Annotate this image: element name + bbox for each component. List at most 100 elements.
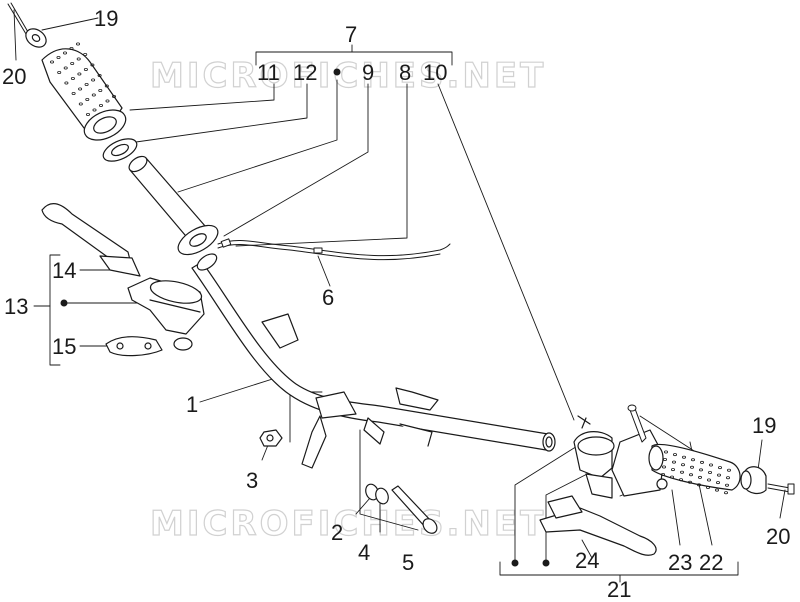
- watermark-top: MICROFICHES.NET: [149, 55, 547, 96]
- grip-texture-dot: [725, 483, 730, 487]
- grip-texture-dot: [57, 71, 62, 75]
- grip-texture-dot: [83, 53, 88, 57]
- grip-texture-dot: [69, 47, 74, 51]
- throttle-cable: [217, 238, 451, 261]
- callout-24: 24: [575, 548, 600, 573]
- grip-texture-dot: [77, 72, 82, 76]
- callout-11: 11: [257, 60, 280, 85]
- callout-3: 3: [246, 468, 259, 493]
- grip-texture-dot: [105, 99, 110, 103]
- callout-15: 15: [52, 334, 77, 359]
- grip-texture-dot: [699, 468, 704, 472]
- grip-texture-dot: [104, 84, 109, 88]
- grip-texture-dot: [681, 463, 686, 467]
- callout-6: 6: [322, 285, 335, 310]
- grip-texture-dot: [726, 476, 731, 480]
- grip-texture-dot: [700, 460, 705, 464]
- grip-texture-dot: [673, 453, 678, 457]
- grip-texture-dot: [50, 60, 55, 64]
- callout-20-right: 20: [766, 524, 791, 549]
- throttle-housing: [611, 429, 668, 497]
- throttle-tube: [128, 155, 219, 256]
- callout-2: 2: [331, 520, 344, 545]
- grip-texture-dot: [682, 455, 687, 459]
- grip-texture-dot: [91, 78, 96, 82]
- grip-texture-dot: [76, 42, 81, 46]
- grip-texture-dot: [84, 83, 89, 87]
- grip-texture-dot: [715, 488, 720, 492]
- callout-8: 8: [399, 60, 412, 85]
- callout-21: 21: [607, 577, 632, 602]
- grip-texture-dot: [71, 92, 76, 96]
- callout-bullets: [60, 68, 550, 567]
- grip-texture-dot: [707, 478, 712, 482]
- right-switch-housing: [573, 415, 615, 499]
- brake-master-cylinder: [127, 277, 205, 351]
- grip-texture-dot: [716, 481, 721, 485]
- bar-end-screw-top-left: [7, 2, 29, 35]
- grip-texture-dot: [112, 95, 117, 99]
- grip-texture-dot: [727, 468, 732, 472]
- grip-texture-dot: [670, 475, 675, 479]
- grip-texture-dot: [64, 81, 69, 85]
- grip-texture-dot: [708, 470, 713, 474]
- callout-14: 14: [52, 258, 77, 283]
- clamp-bracket: [105, 336, 163, 357]
- nut: [259, 429, 283, 447]
- grip-texture-dot: [70, 77, 75, 81]
- grip-texture-dot: [709, 463, 714, 467]
- watermark-bottom: MICROFICHES.NET: [149, 503, 547, 544]
- grip-texture-dot: [691, 458, 696, 462]
- mount-bolt: [391, 485, 438, 534]
- grip-texture-dot: [99, 104, 104, 108]
- grip-texture-dot: [78, 87, 83, 91]
- grip-texture-dot: [672, 460, 677, 464]
- right-handle-grip: [648, 443, 741, 495]
- grip-texture-dot: [70, 62, 75, 66]
- grip-texture-dot: [663, 457, 668, 461]
- callout-7: 7: [345, 22, 358, 47]
- grip-texture-dot: [718, 466, 723, 470]
- grip-texture-dot: [717, 473, 722, 477]
- grip-texture-dot: [91, 93, 96, 97]
- callout-19-top: 19: [94, 6, 119, 31]
- callout-1: 1: [186, 392, 199, 417]
- right-brake-lever: [539, 495, 657, 556]
- grip-texture-dot: [78, 102, 83, 106]
- grip-texture-dot: [664, 450, 669, 454]
- callout-10: 10: [423, 60, 448, 85]
- grip-texture-dot: [97, 74, 102, 78]
- grip-texture-dot: [662, 465, 667, 469]
- grip-texture-dot: [697, 483, 702, 487]
- grip-texture-dot: [63, 51, 68, 55]
- grip-texture-dot: [90, 63, 95, 67]
- grip-texture-dot: [680, 470, 685, 474]
- callout-23: 23: [668, 550, 693, 575]
- grip-texture-dot: [688, 480, 693, 484]
- grip-texture-dot: [86, 113, 91, 117]
- callout-13: 13: [4, 294, 29, 319]
- callout-4: 4: [358, 540, 371, 565]
- grip-texture-dot: [724, 491, 729, 495]
- left-washer: [102, 138, 138, 162]
- housing-screw: [627, 404, 647, 443]
- left-brake-lever: [41, 203, 141, 277]
- grip-texture-dot: [92, 108, 97, 112]
- grip-texture-dot: [698, 475, 703, 479]
- bar-end-screw-right: [767, 483, 795, 495]
- grip-texture-dot: [76, 57, 81, 61]
- grip-texture-dot: [56, 56, 61, 60]
- grip-texture-dot: [661, 472, 666, 476]
- bar-end-weight-right: [740, 466, 767, 495]
- callout-19-right: 19: [752, 413, 777, 438]
- callout-12: 12: [293, 60, 318, 85]
- spacer-washers: [365, 483, 389, 505]
- left-handle-grip: [41, 42, 127, 141]
- bar-end-weight-top-left: [25, 28, 47, 48]
- grip-texture-dot: [98, 89, 103, 93]
- grip-texture-dot: [63, 66, 68, 70]
- grip-texture-dot: [706, 485, 711, 489]
- callout-22: 22: [699, 550, 724, 575]
